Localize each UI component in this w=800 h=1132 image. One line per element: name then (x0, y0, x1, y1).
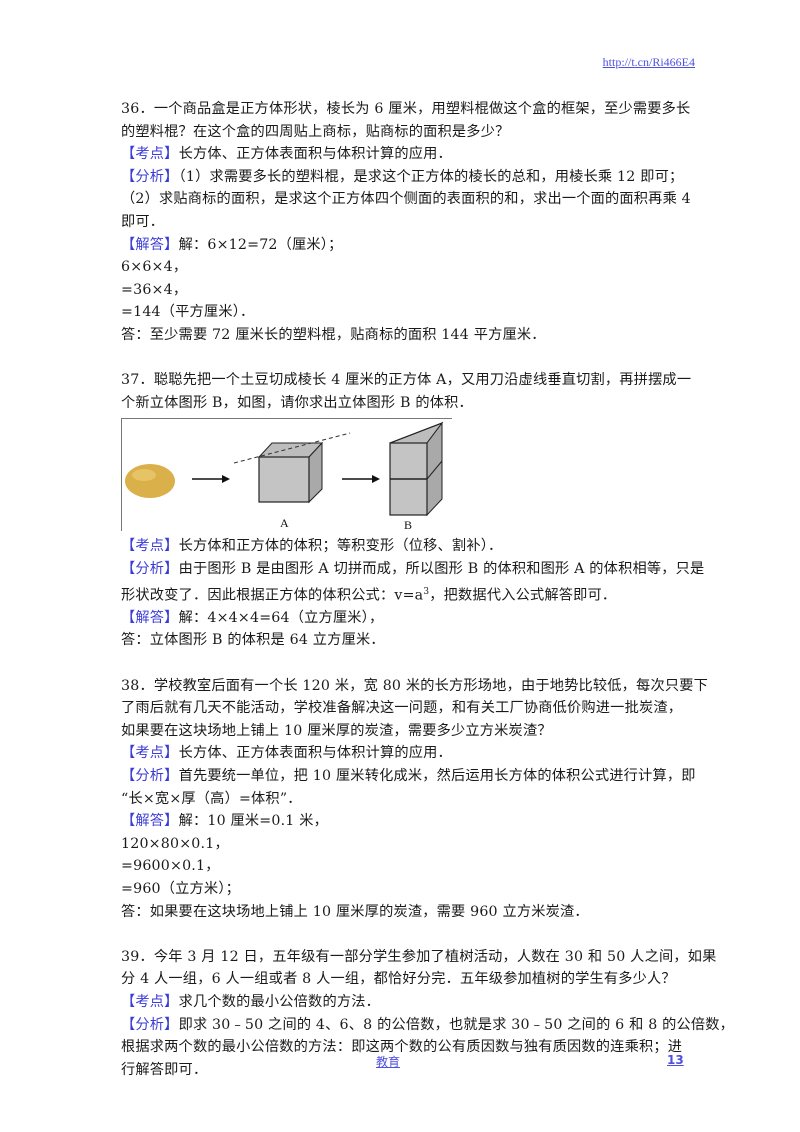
solution-step: =36×4， (121, 281, 188, 298)
jieda-line: 【解答】解：6×12=72（厘米）； (121, 234, 691, 257)
label-b: B (404, 518, 412, 531)
question-text: 36．一个商品盒是正方体形状，棱长为 6 厘米，用塑料棍做这个盒的框架，至少需要… (121, 101, 691, 117)
question-text: 个新立体图形 B，如图，请你求出立体图形 B 的体积． (121, 394, 473, 411)
question-36: 36．一个商品盒是正方体形状，棱长为 6 厘米，用塑料棍做这个盒的框架，至少需要… (121, 98, 691, 347)
solution-step: 120×80×0.1， (121, 835, 229, 852)
jieda-text: 解：6×12=72（厘米）； (178, 236, 343, 253)
label-a: A (280, 516, 289, 530)
fenxi-text: 即可． (121, 213, 165, 230)
fenxi-line: 【分析】（1）求需要多长的塑料棍，是求这个正方体的棱长的总和，用棱长乘 12 即… (121, 166, 691, 189)
fenxi-text: （2）求贴商标的面积，是求这个正方体四个侧面的表面积的和，求出一个面的面积再乘 … (121, 191, 691, 208)
fenxi-text: （1）求需要多长的塑料棍，是求这个正方体的棱长的总和，用棱长乘 12 即可； (178, 168, 684, 185)
question-text: 38．学校教室后面有一个长 120 米，宽 80 米的长方形场地，由于地势比较低… (121, 677, 708, 694)
exponent: 3 (423, 586, 430, 597)
header-link[interactable]: http://t.cn/Ri466E4 (602, 55, 695, 69)
fenxi-tag: 【分析】 (121, 560, 179, 577)
jieda-tag: 【解答】 (121, 609, 179, 626)
question-text: 分 4 人一组，6 人一组或者 8 人一组，都恰好分完．五年级参加植树的学生有多… (121, 971, 676, 988)
fenxi-text: 行解答即可． (121, 1061, 208, 1078)
question-39: 39．今年 3 月 12 日，五年级有一部分学生参加了植树活动，人数在 30 和… (121, 946, 734, 1082)
cube-a-icon (233, 432, 351, 504)
kaodian-text: 长方体、正方体表面积与体积计算的应用． (178, 745, 452, 762)
cube-b-icon (389, 421, 444, 517)
potato-icon (125, 464, 175, 499)
potato-cube-figure: A B (121, 418, 452, 532)
question-text: 39．今年 3 月 12 日，五年级有一部分学生参加了植树活动，人数在 30 和… (121, 948, 717, 965)
kaodian-tag: 【考点】 (121, 146, 179, 163)
solution-step: =144（平方厘米）． (121, 304, 255, 321)
solution-step: =960（立方米）； (121, 880, 240, 897)
jieda-tag: 【解答】 (121, 236, 179, 253)
arrow-icon (192, 475, 230, 484)
jieda-text: 解：10 厘米=0.1 米， (178, 813, 329, 830)
solution-step: =9600×0.1， (121, 858, 220, 875)
fenxi-tag: 【分析】 (121, 168, 179, 185)
question-37: 37．聪聪先把一个土豆切成棱长 4 厘米的正方体 A，又用刀沿虚线垂直切割，再拼… (121, 369, 704, 652)
kaodian-line: 【考点】长方体和正方体的体积；等积变形（位移、割补）． (121, 535, 691, 558)
question-38: 38．学校教室后面有一个长 120 米，宽 80 米的长方形场地，由于地势比较低… (121, 675, 708, 924)
kaodian-text: 长方体和正方体的体积；等积变形（位移、割补）． (178, 538, 503, 555)
fenxi-text: 形状改变了．因此根据正方体的体积公式：v=a3，把数据代入公式解答即可． (121, 581, 691, 607)
formula-text-post: ，把数据代入公式解答即可． (429, 587, 617, 604)
jieda-text: 解：4×4×4=64（立方厘米）， (178, 609, 384, 626)
fenxi-text: 首先要统一单位，把 10 厘米转化成米，然后运用长方体的体积公式进行计算，即 (178, 767, 696, 784)
fenxi-line: 【分析】由于图形 B 是由图形 A 切拼而成，所以图形 B 的体积和图形 A 的… (121, 558, 704, 581)
kaodian-line: 【考点】求几个数的最小公倍数的方法． (121, 991, 691, 1014)
question-text: 如果要在这块场地上铺上 10 厘米厚的炭渣，需要多少立方米炭渣？ (121, 722, 552, 739)
kaodian-tag: 【考点】 (121, 745, 179, 762)
jieda-line: 【解答】解：4×4×4=64（立方厘米）， (121, 607, 691, 630)
fenxi-tag: 【分析】 (121, 1016, 179, 1033)
question-text: 的塑料棍？在这个盒的四周贴上商标，贴商标的面积是多少？ (121, 123, 510, 140)
jieda-line: 【解答】解：10 厘米=0.1 米， (121, 810, 691, 833)
arrow-icon (342, 475, 380, 484)
fenxi-text: 根据求两个数的最小公倍数的方法：即这两个数的公有质因数与独有质因数的连乘积；进 (121, 1039, 683, 1056)
answer-text: 答：立体图形 B 的体积是 64 立方厘米． (121, 632, 385, 649)
kaodian-line: 【考点】长方体、正方体表面积与体积计算的应用． (121, 143, 691, 166)
question-text: 了雨后就有几天不能活动，学校准备解决这一问题，和有关工厂协商低价购进一批炭渣， (121, 700, 683, 717)
fenxi-tag: 【分析】 (121, 767, 179, 784)
jieda-tag: 【解答】 (121, 813, 179, 830)
fenxi-text: 即求 30﹣50 之间的 4、6、8 的公倍数，也就是求 30﹣50 之间的 6… (178, 1016, 735, 1033)
fenxi-line: 【分析】即求 30﹣50 之间的 4、6、8 的公倍数，也就是求 30﹣50 之… (121, 1014, 734, 1037)
kaodian-line: 【考点】长方体、正方体表面积与体积计算的应用． (121, 742, 691, 765)
answer-text: 答：至少需要 72 厘米长的塑料棍，贴商标的面积 144 平方厘米． (121, 326, 546, 343)
fenxi-line: 【分析】首先要统一单位，把 10 厘米转化成米，然后运用长方体的体积公式进行计算… (121, 765, 695, 788)
page-number[interactable]: 13 (667, 1053, 684, 1067)
fenxi-text: 由于图形 B 是由图形 A 切拼而成，所以图形 B 的体积和图形 A 的体积相等… (178, 560, 705, 577)
question-text: 37．聪聪先把一个土豆切成棱长 4 厘米的正方体 A，又用刀沿虚线垂直切割，再拼… (121, 372, 692, 389)
kaodian-text: 求几个数的最小公倍数的方法． (178, 993, 380, 1010)
solution-step: 6×6×4， (121, 259, 188, 276)
document-body: 36．一个商品盒是正方体形状，棱长为 6 厘米，用塑料棍做这个盒的框架，至少需要… (121, 98, 734, 1082)
kaodian-tag: 【考点】 (121, 993, 179, 1010)
formula-text: 形状改变了．因此根据正方体的体积公式：v=a (121, 587, 424, 604)
kaodian-tag: 【考点】 (121, 538, 179, 555)
footer-link[interactable]: 教育 (376, 1055, 401, 1069)
answer-text: 答：如果要在这块场地上铺上 10 厘米厚的炭渣，需要 960 立方米炭渣． (121, 903, 589, 920)
kaodian-text: 长方体、正方体表面积与体积计算的应用． (178, 146, 452, 163)
fenxi-text: “长×宽×厚（高）=体积”． (121, 790, 302, 807)
